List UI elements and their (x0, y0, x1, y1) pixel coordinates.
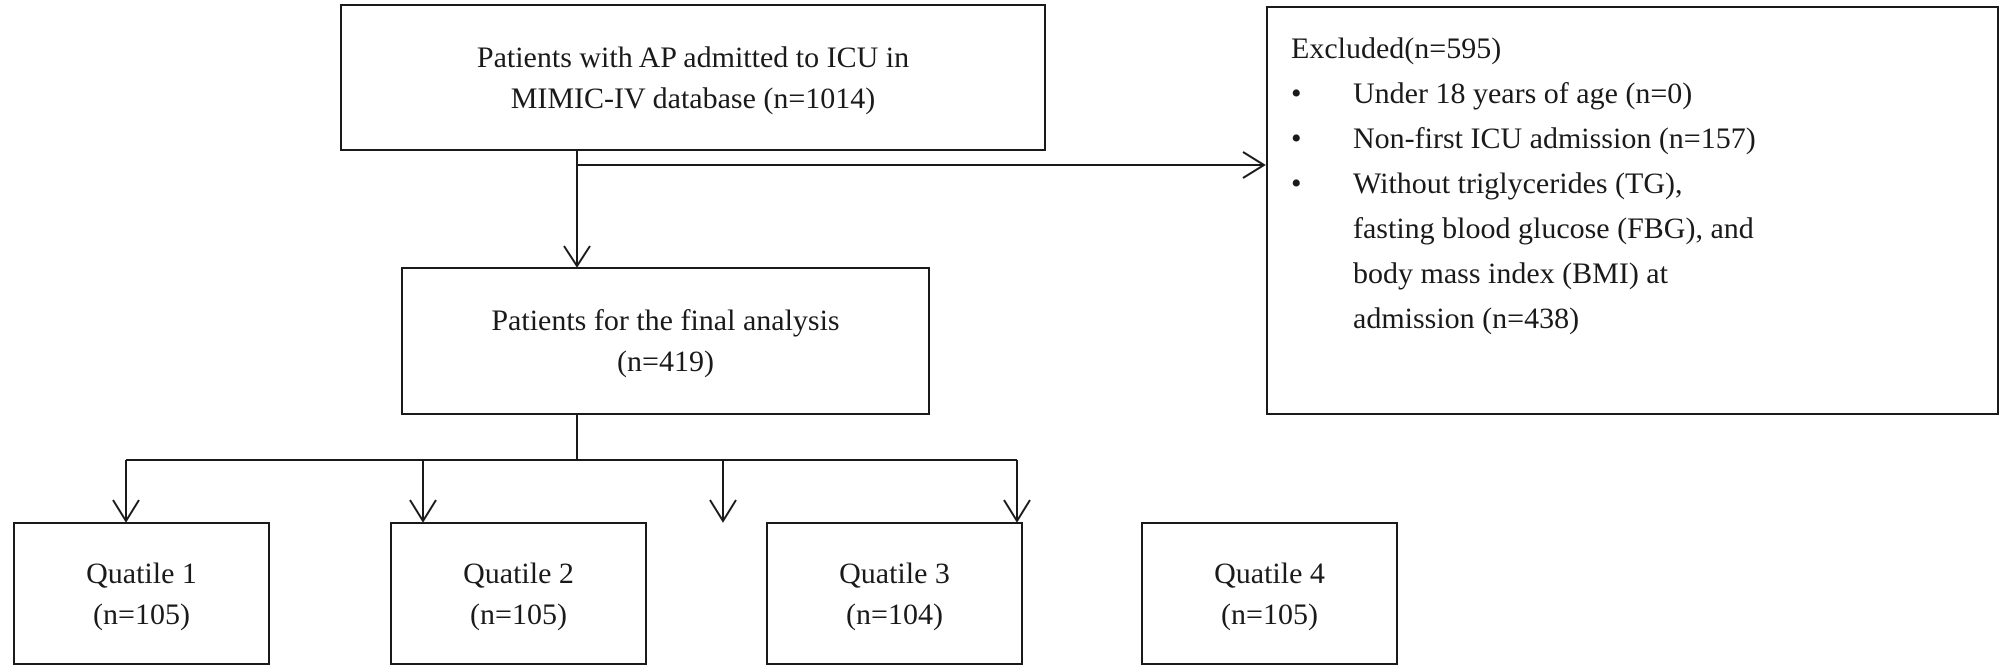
quartile-3-box: Quatile 3 (n=104) (766, 522, 1023, 665)
quartile-label: Quatile 2 (463, 556, 574, 590)
final-analysis-box: Patients for the final analysis (n=419) (401, 267, 930, 415)
excluded-box: Excluded(n=595) • Under 18 years of age … (1266, 6, 1999, 415)
quartile-2-box: Quatile 2 (n=105) (390, 522, 647, 665)
arrowhead-q3 (709, 499, 737, 523)
quartile-count: (n=104) (846, 597, 943, 631)
exclusion-item-age: • Under 18 years of age (n=0) (1291, 71, 1977, 116)
source-line-1: Patients with AP admitted to ICU in (476, 40, 910, 74)
quartile-label: Quatile 1 (86, 556, 197, 590)
quartile-4-box: Quatile 4 (n=105) (1141, 522, 1398, 665)
exclusion-item-readmission: • Non-first ICU admission (n=157) (1291, 116, 1977, 161)
arrowhead-final (563, 245, 591, 268)
exclusion-line: Non-first ICU admission (n=157) (1353, 122, 1756, 155)
quartile-count: (n=105) (93, 597, 190, 631)
arrowhead-q2 (409, 499, 437, 523)
exclusion-line: fasting blood glucose (FBG), and (1353, 212, 1754, 245)
arrowhead-q1 (112, 499, 140, 523)
quartile-1-box: Quatile 1 (n=105) (13, 522, 270, 665)
exclusion-line: admission (n=438) (1353, 302, 1580, 335)
source-population-box: Patients with AP admitted to ICU in MIMI… (340, 4, 1046, 151)
exclusion-line: Without triglycerides (TG), (1353, 167, 1683, 200)
arrowhead-q4 (1003, 499, 1031, 523)
final-line-2: (n=419) (617, 345, 714, 378)
exclusion-item-missing-data: • Without triglycerides (TG), fasting bl… (1291, 161, 1977, 341)
source-line-2: MIMIC-IV database (n=1014) (510, 81, 876, 115)
excluded-title: Excluded(n=595) (1291, 32, 1502, 65)
quartile-count: (n=105) (1221, 597, 1318, 631)
exclusion-line: Under 18 years of age (n=0) (1353, 77, 1693, 110)
bullet-icon: • (1291, 122, 1302, 155)
quartile-label: Quatile 3 (839, 556, 950, 590)
final-line-1: Patients for the final analysis (491, 304, 840, 337)
quartile-label: Quatile 4 (1214, 556, 1325, 590)
exclusion-line: body mass index (BMI) at (1353, 257, 1668, 290)
exclusion-list: • Under 18 years of age (n=0) • Non-firs… (1291, 71, 1977, 341)
bullet-icon: • (1291, 167, 1302, 200)
bullet-icon: • (1291, 77, 1302, 110)
arrowhead-excluded (1242, 151, 1266, 179)
quartile-count: (n=105) (470, 597, 567, 631)
